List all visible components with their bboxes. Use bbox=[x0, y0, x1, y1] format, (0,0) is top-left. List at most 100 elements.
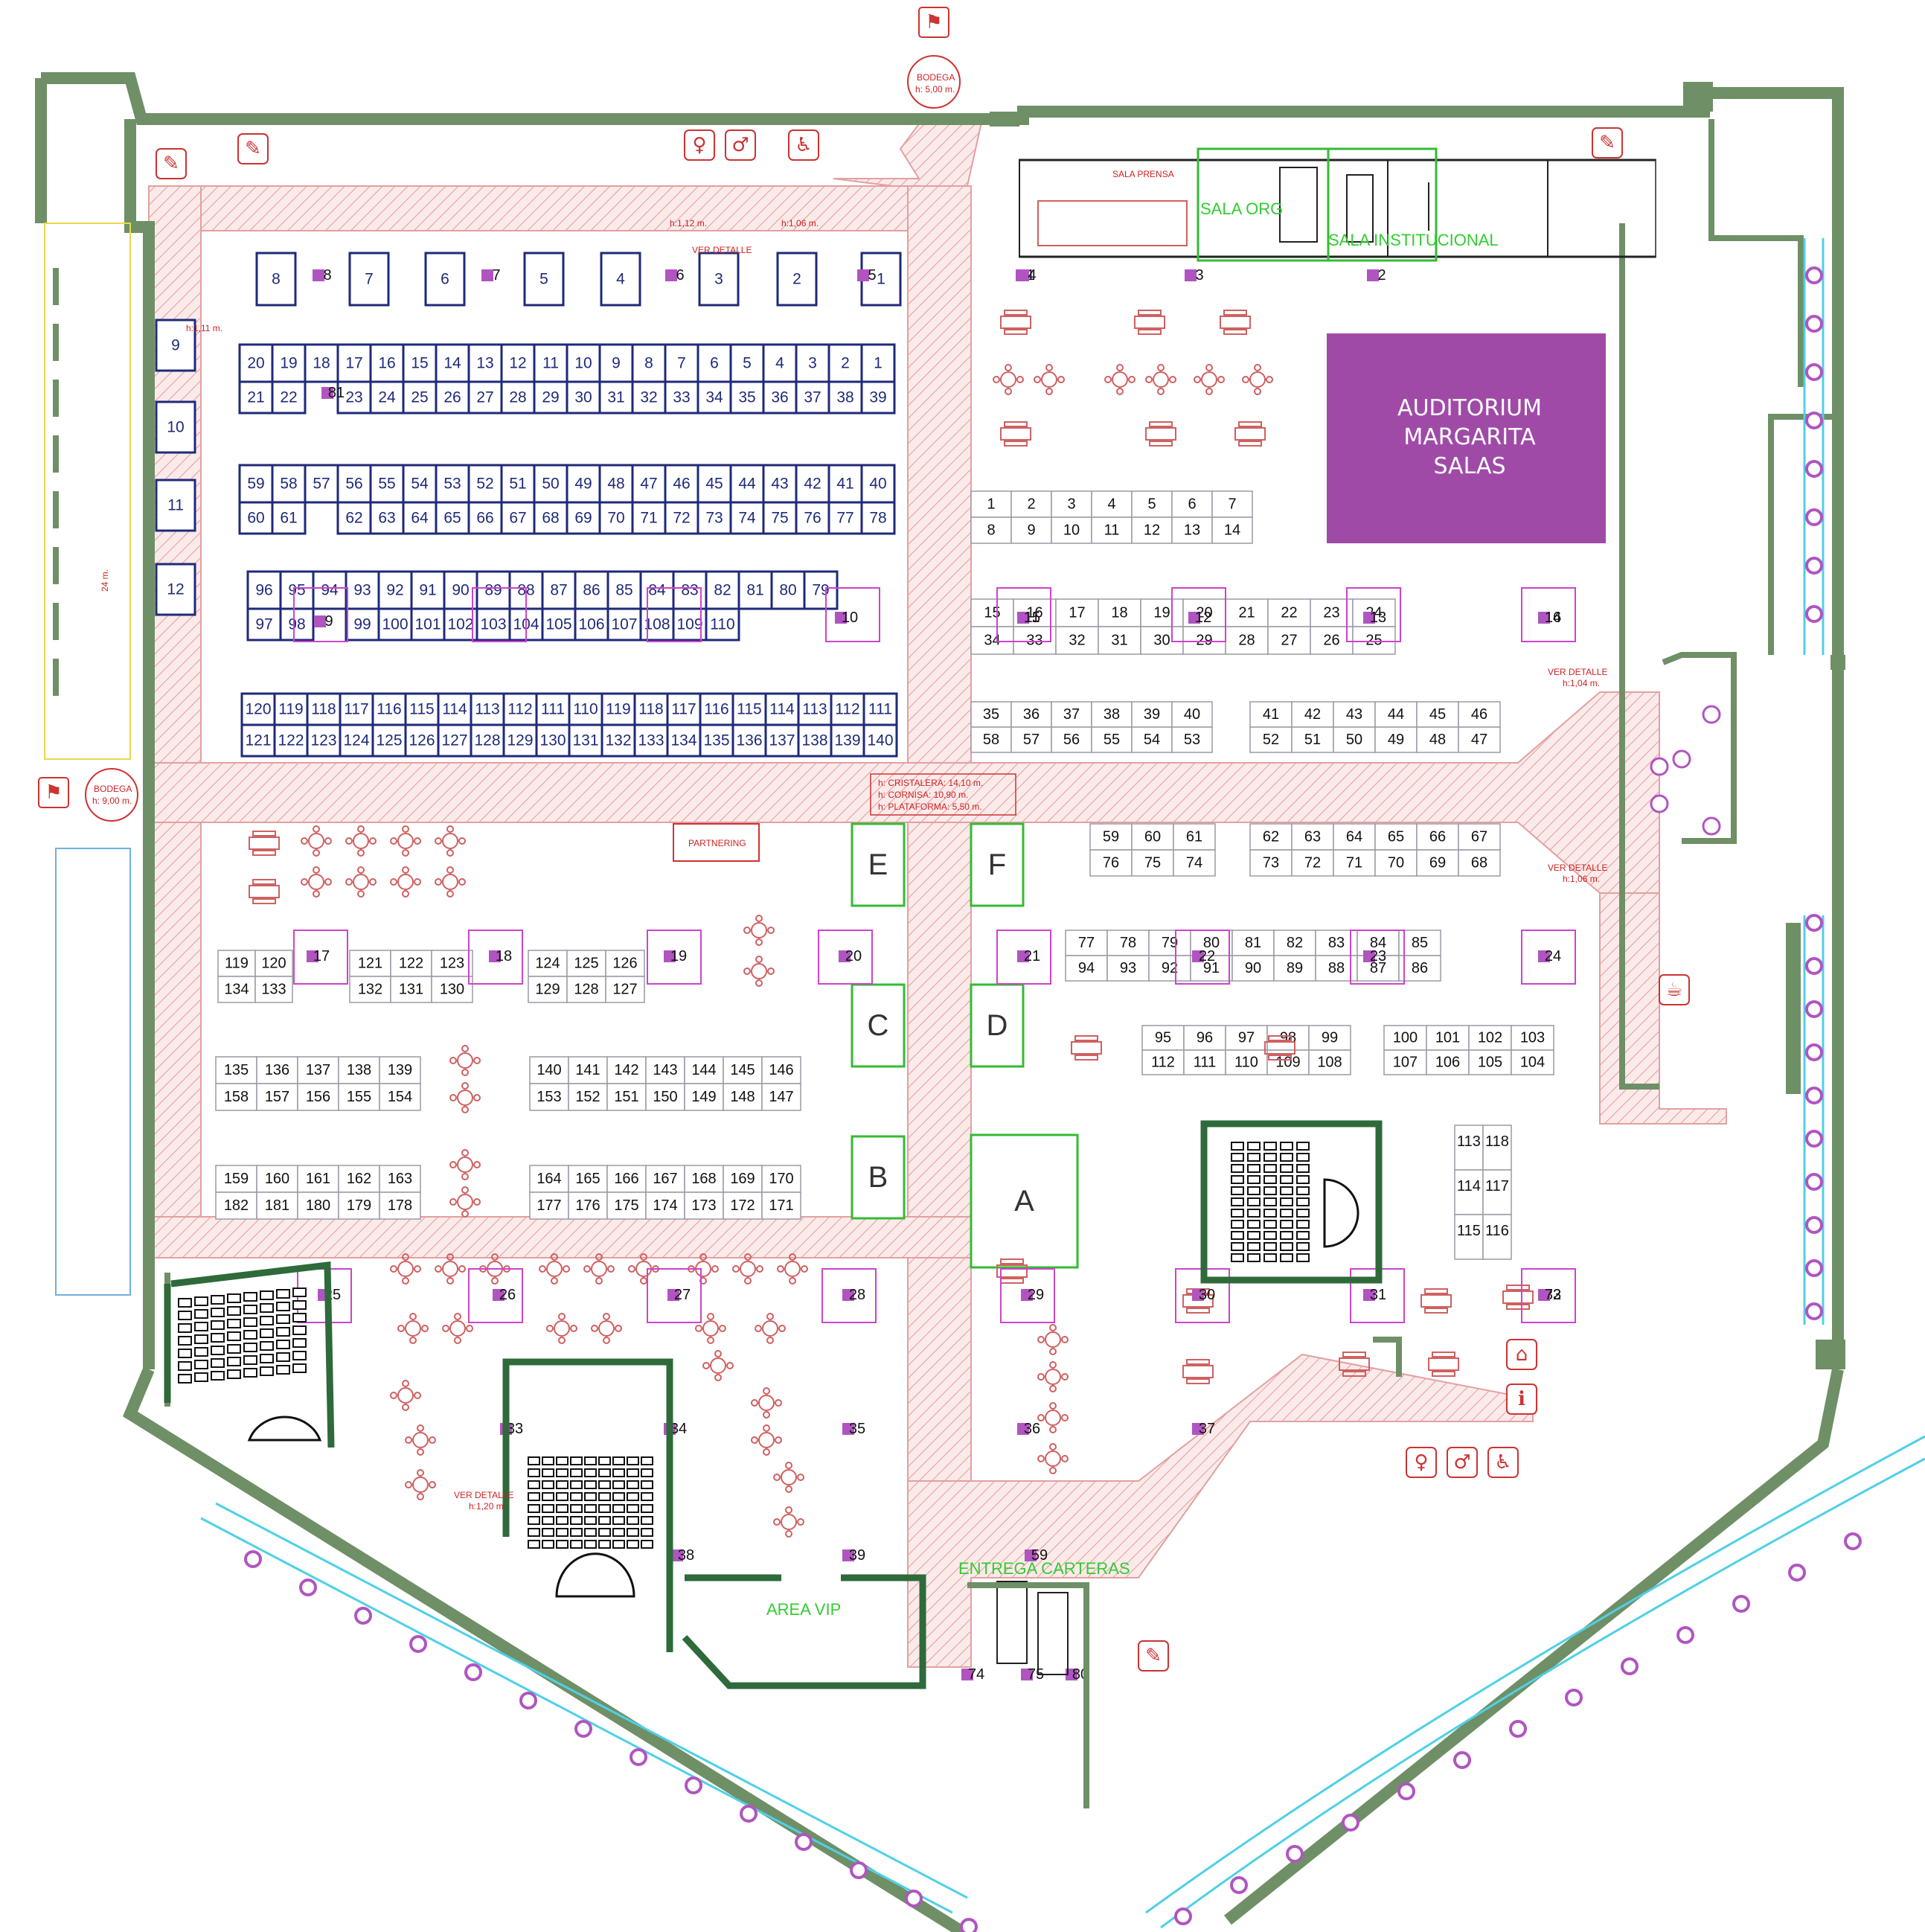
booth[interactable]: 107 bbox=[606, 607, 642, 642]
booth[interactable]: 96 bbox=[246, 570, 282, 610]
booth[interactable]: 100 bbox=[1383, 1025, 1427, 1051]
blue-booth-box[interactable] bbox=[255, 252, 297, 307]
booth[interactable]: 18 bbox=[304, 343, 339, 383]
booth[interactable]: 47 bbox=[631, 464, 667, 504]
booth[interactable]: 39 bbox=[1131, 701, 1173, 728]
booth[interactable]: 6 bbox=[696, 343, 732, 383]
booth-box[interactable] bbox=[1211, 516, 1253, 544]
booth[interactable]: 171 bbox=[761, 1191, 801, 1220]
booth-box[interactable] bbox=[1291, 726, 1334, 753]
booth[interactable]: 10 bbox=[1051, 516, 1092, 544]
booth[interactable]: 87 bbox=[541, 570, 577, 610]
booth[interactable]: 70 bbox=[1374, 849, 1418, 877]
booth[interactable]: 153 bbox=[529, 1083, 569, 1111]
coffee-icon[interactable]: ☕ bbox=[1659, 974, 1690, 1005]
blue-booth-box[interactable] bbox=[155, 479, 196, 532]
booth[interactable]: 99 bbox=[345, 607, 380, 642]
zone-box[interactable] bbox=[851, 822, 906, 907]
booth[interactable]: 46 bbox=[664, 464, 699, 504]
booth-box[interactable] bbox=[1183, 1025, 1226, 1051]
booth[interactable]: 29 bbox=[533, 380, 568, 415]
booth[interactable]: 110 bbox=[1225, 1049, 1268, 1075]
booth[interactable]: 50 bbox=[533, 464, 568, 504]
booth[interactable]: 150 bbox=[645, 1083, 685, 1111]
booth[interactable]: 48 bbox=[1416, 726, 1459, 753]
booth[interactable]: 104 bbox=[1511, 1049, 1554, 1075]
booth[interactable]: 56 bbox=[336, 464, 372, 504]
booth-box[interactable] bbox=[390, 976, 432, 1003]
booth[interactable]: 114 bbox=[764, 692, 800, 726]
zone-c[interactable]: C bbox=[851, 983, 906, 1068]
booth[interactable]: 136 bbox=[731, 723, 767, 758]
booth-box[interactable] bbox=[1055, 626, 1099, 655]
booth[interactable]: 123 bbox=[431, 950, 473, 977]
booth-box[interactable] bbox=[1065, 955, 1108, 982]
zone-b[interactable]: B bbox=[851, 1135, 906, 1220]
zone-a[interactable]: A bbox=[970, 1133, 1079, 1269]
bodega-left[interactable]: BODEGA h: 9,00 m. bbox=[85, 768, 138, 822]
booth[interactable]: 36 bbox=[1010, 701, 1052, 728]
booth[interactable]: 106 bbox=[1426, 1049, 1470, 1075]
booth[interactable]: 32 bbox=[1055, 626, 1099, 655]
booth[interactable]: 151 bbox=[606, 1083, 647, 1111]
blue-booth-box[interactable] bbox=[155, 319, 196, 372]
booth[interactable]: 108 bbox=[639, 607, 675, 642]
booth-box[interactable] bbox=[1374, 726, 1418, 753]
booth[interactable]: 89 bbox=[475, 570, 511, 610]
booth[interactable]: 34 bbox=[696, 380, 732, 415]
booth-box[interactable] bbox=[568, 1191, 608, 1220]
booth-box[interactable] bbox=[568, 1083, 608, 1111]
booth[interactable]: 124 bbox=[339, 723, 374, 758]
booth[interactable]: 103 bbox=[475, 607, 511, 642]
booth[interactable]: 119 bbox=[273, 692, 309, 726]
booth[interactable]: 51 bbox=[1291, 726, 1334, 753]
booth[interactable]: 116 bbox=[371, 692, 407, 726]
booth-box[interactable] bbox=[664, 380, 699, 415]
booth-box[interactable] bbox=[336, 380, 372, 415]
booth[interactable]: 71 bbox=[1333, 849, 1376, 877]
booth[interactable]: 75 bbox=[762, 501, 798, 535]
booth[interactable]: 8 bbox=[970, 516, 1012, 544]
booth[interactable]: 132 bbox=[600, 723, 636, 758]
info-icon[interactable]: ℹ bbox=[1506, 1384, 1537, 1415]
booth[interactable]: 15 bbox=[970, 598, 1014, 627]
booth-box[interactable] bbox=[535, 723, 571, 758]
booth-box[interactable] bbox=[1010, 516, 1052, 544]
booth[interactable]: 94 bbox=[312, 570, 347, 610]
booth-box[interactable] bbox=[1458, 701, 1501, 728]
booth[interactable]: 182 bbox=[215, 1191, 257, 1220]
booth-box[interactable] bbox=[762, 501, 798, 535]
booth[interactable]: 149 bbox=[684, 1083, 724, 1111]
booth-box[interactable] bbox=[761, 1083, 801, 1111]
booth-box[interactable] bbox=[1273, 955, 1316, 982]
booth-box[interactable] bbox=[1051, 726, 1092, 753]
booth[interactable]: 111 bbox=[862, 692, 898, 726]
booth-box[interactable] bbox=[1333, 849, 1376, 877]
booth[interactable]: 162 bbox=[338, 1165, 380, 1193]
booth[interactable]: 17 bbox=[1055, 598, 1099, 627]
booth-box[interactable] bbox=[1171, 701, 1213, 728]
booth[interactable]: 6 bbox=[1171, 490, 1213, 518]
booth[interactable]: 42 bbox=[795, 464, 830, 504]
booth-box[interactable] bbox=[795, 343, 830, 383]
booth-box[interactable] bbox=[970, 598, 1014, 627]
booth[interactable]: 12 bbox=[500, 343, 536, 383]
booth[interactable]: 97 bbox=[1225, 1025, 1268, 1051]
blue-booth-box[interactable] bbox=[348, 252, 390, 307]
booth[interactable]: 120 bbox=[254, 950, 293, 977]
booth[interactable]: 62 bbox=[1249, 823, 1293, 851]
booth[interactable]: 82 bbox=[705, 570, 740, 610]
booth[interactable]: 22 bbox=[271, 380, 307, 415]
booth[interactable]: 100 bbox=[377, 607, 413, 642]
booth[interactable]: 53 bbox=[435, 464, 470, 504]
booth[interactable]: 72 bbox=[664, 501, 699, 535]
booth[interactable]: 105 bbox=[541, 607, 577, 642]
booth-box[interactable] bbox=[500, 380, 536, 415]
booth[interactable]: 112 bbox=[830, 692, 865, 726]
booth[interactable]: 133 bbox=[254, 976, 293, 1003]
booth[interactable]: 65 bbox=[435, 501, 470, 535]
booth-box[interactable] bbox=[1183, 1049, 1226, 1075]
booth-box[interactable] bbox=[1426, 1049, 1470, 1075]
booth-box[interactable] bbox=[830, 723, 865, 758]
booth[interactable]: 7 bbox=[664, 343, 699, 383]
